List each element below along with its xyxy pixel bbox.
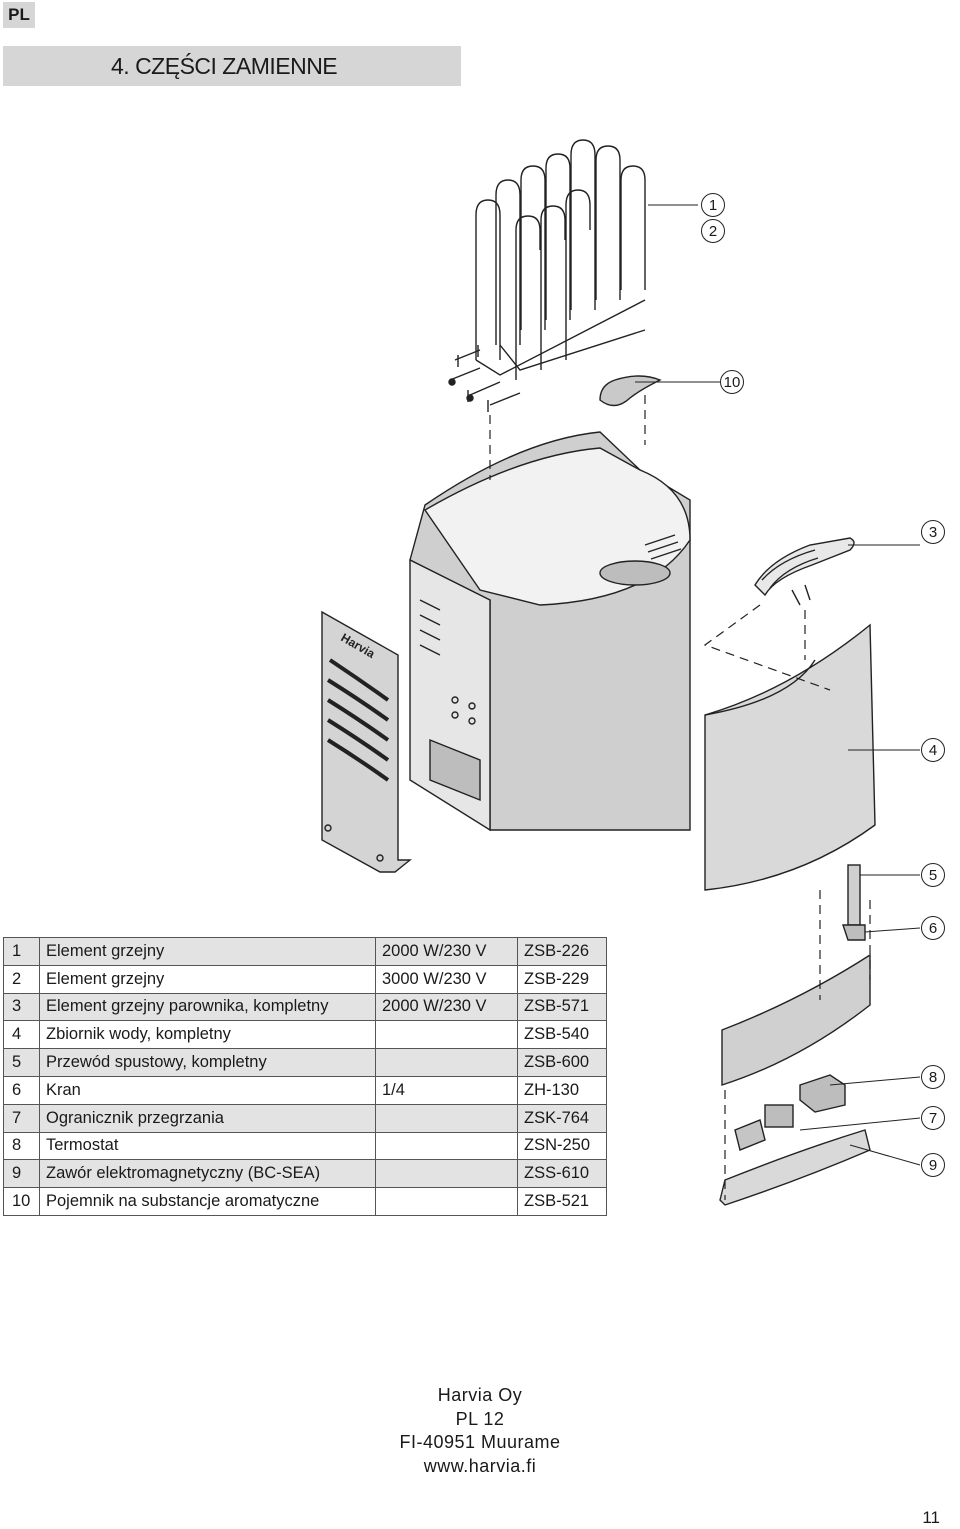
part-spec	[375, 1048, 518, 1077]
part-number: 4	[3, 1020, 40, 1050]
part-name: Element grzejny	[39, 937, 376, 966]
stove-body-drawing	[409, 431, 691, 832]
steamer-element-drawing	[754, 537, 855, 606]
part-spec	[375, 1187, 518, 1216]
part-code: ZSK-764	[517, 1103, 607, 1133]
part-name: Zbiornik wody, kompletny	[39, 1020, 376, 1050]
part-name: Kran	[39, 1075, 376, 1105]
part-number: 2	[3, 964, 40, 994]
callout-5: 5	[921, 863, 945, 887]
section-title: 4. CZĘŚCI ZAMIENNE	[3, 46, 461, 86]
part-number: 9	[3, 1159, 40, 1189]
callout-2: 2	[701, 219, 725, 243]
part-spec: 3000 W/230 V	[375, 964, 518, 994]
part-name: Ogranicznik przegrzania	[39, 1103, 376, 1133]
part-code: ZSB-540	[517, 1020, 607, 1050]
part-name: Przewód spustowy, kompletny	[39, 1048, 376, 1077]
part-code: ZSS-610	[517, 1159, 607, 1189]
part-number: 5	[3, 1048, 40, 1077]
part-name: Termostat	[39, 1131, 376, 1161]
part-number: 8	[3, 1131, 40, 1161]
part-number: 6	[3, 1075, 40, 1105]
solenoid-valve-drawing	[734, 1104, 794, 1151]
company-name: Harvia Oy	[437, 1385, 523, 1405]
page-number: 11	[922, 1508, 940, 1527]
website-link[interactable]: www.harvia.fi	[423, 1455, 537, 1476]
callout-1: 1	[701, 193, 725, 217]
company-footer: Harvia Oy PL 12 FI-40951 Muurame www.har…	[340, 1384, 620, 1478]
callout-3: 3	[921, 520, 945, 544]
drain-pipe-drawing	[842, 864, 866, 941]
part-code: ZSB-521	[517, 1187, 607, 1216]
part-spec	[375, 1020, 518, 1050]
water-tank-drawing	[704, 623, 876, 891]
part-number: 1	[3, 937, 40, 966]
part-spec	[375, 1159, 518, 1189]
aroma-cup-drawing	[599, 375, 662, 407]
part-name: Element grzejny	[39, 964, 376, 994]
callout-9: 9	[921, 1153, 945, 1177]
heating-element-drawing	[448, 139, 646, 412]
part-name: Element grzejny parownika, kompletny	[39, 992, 376, 1022]
callout-10: 10	[720, 370, 744, 394]
part-code: ZSB-226	[517, 937, 607, 966]
part-spec: 2000 W/230 V	[375, 937, 518, 966]
part-number: 3	[3, 992, 40, 1022]
postal-address: FI-40951 Muurame	[399, 1432, 561, 1452]
part-spec	[375, 1103, 518, 1133]
part-number: 7	[3, 1103, 40, 1133]
bottom-plate-drawing	[719, 1129, 871, 1206]
part-code: ZSB-571	[517, 992, 607, 1022]
callout-8: 8	[921, 1065, 945, 1089]
part-code: ZH-130	[517, 1075, 607, 1105]
callout-7: 7	[921, 1106, 945, 1130]
front-panel-drawing: Harvia	[321, 610, 412, 873]
callout-6: 6	[921, 916, 945, 940]
part-code: ZSB-229	[517, 964, 607, 994]
po-box: PL 12	[455, 1408, 505, 1429]
part-name: Zawór elektromagnetyczny (BC-SEA)	[39, 1159, 376, 1189]
callout-4: 4	[921, 738, 945, 762]
part-spec	[375, 1131, 518, 1161]
part-name: Pojemnik na substancje aromatyczne	[39, 1187, 376, 1216]
part-code: ZSN-250	[517, 1131, 607, 1161]
thermostat-drawing	[799, 1074, 846, 1113]
language-tab: PL	[3, 2, 35, 28]
part-spec: 1/4	[375, 1075, 518, 1105]
part-code: ZSB-600	[517, 1048, 607, 1077]
part-spec: 2000 W/230 V	[375, 992, 518, 1022]
tank-bottom-drawing	[721, 953, 871, 1086]
part-number: 10	[3, 1187, 40, 1216]
